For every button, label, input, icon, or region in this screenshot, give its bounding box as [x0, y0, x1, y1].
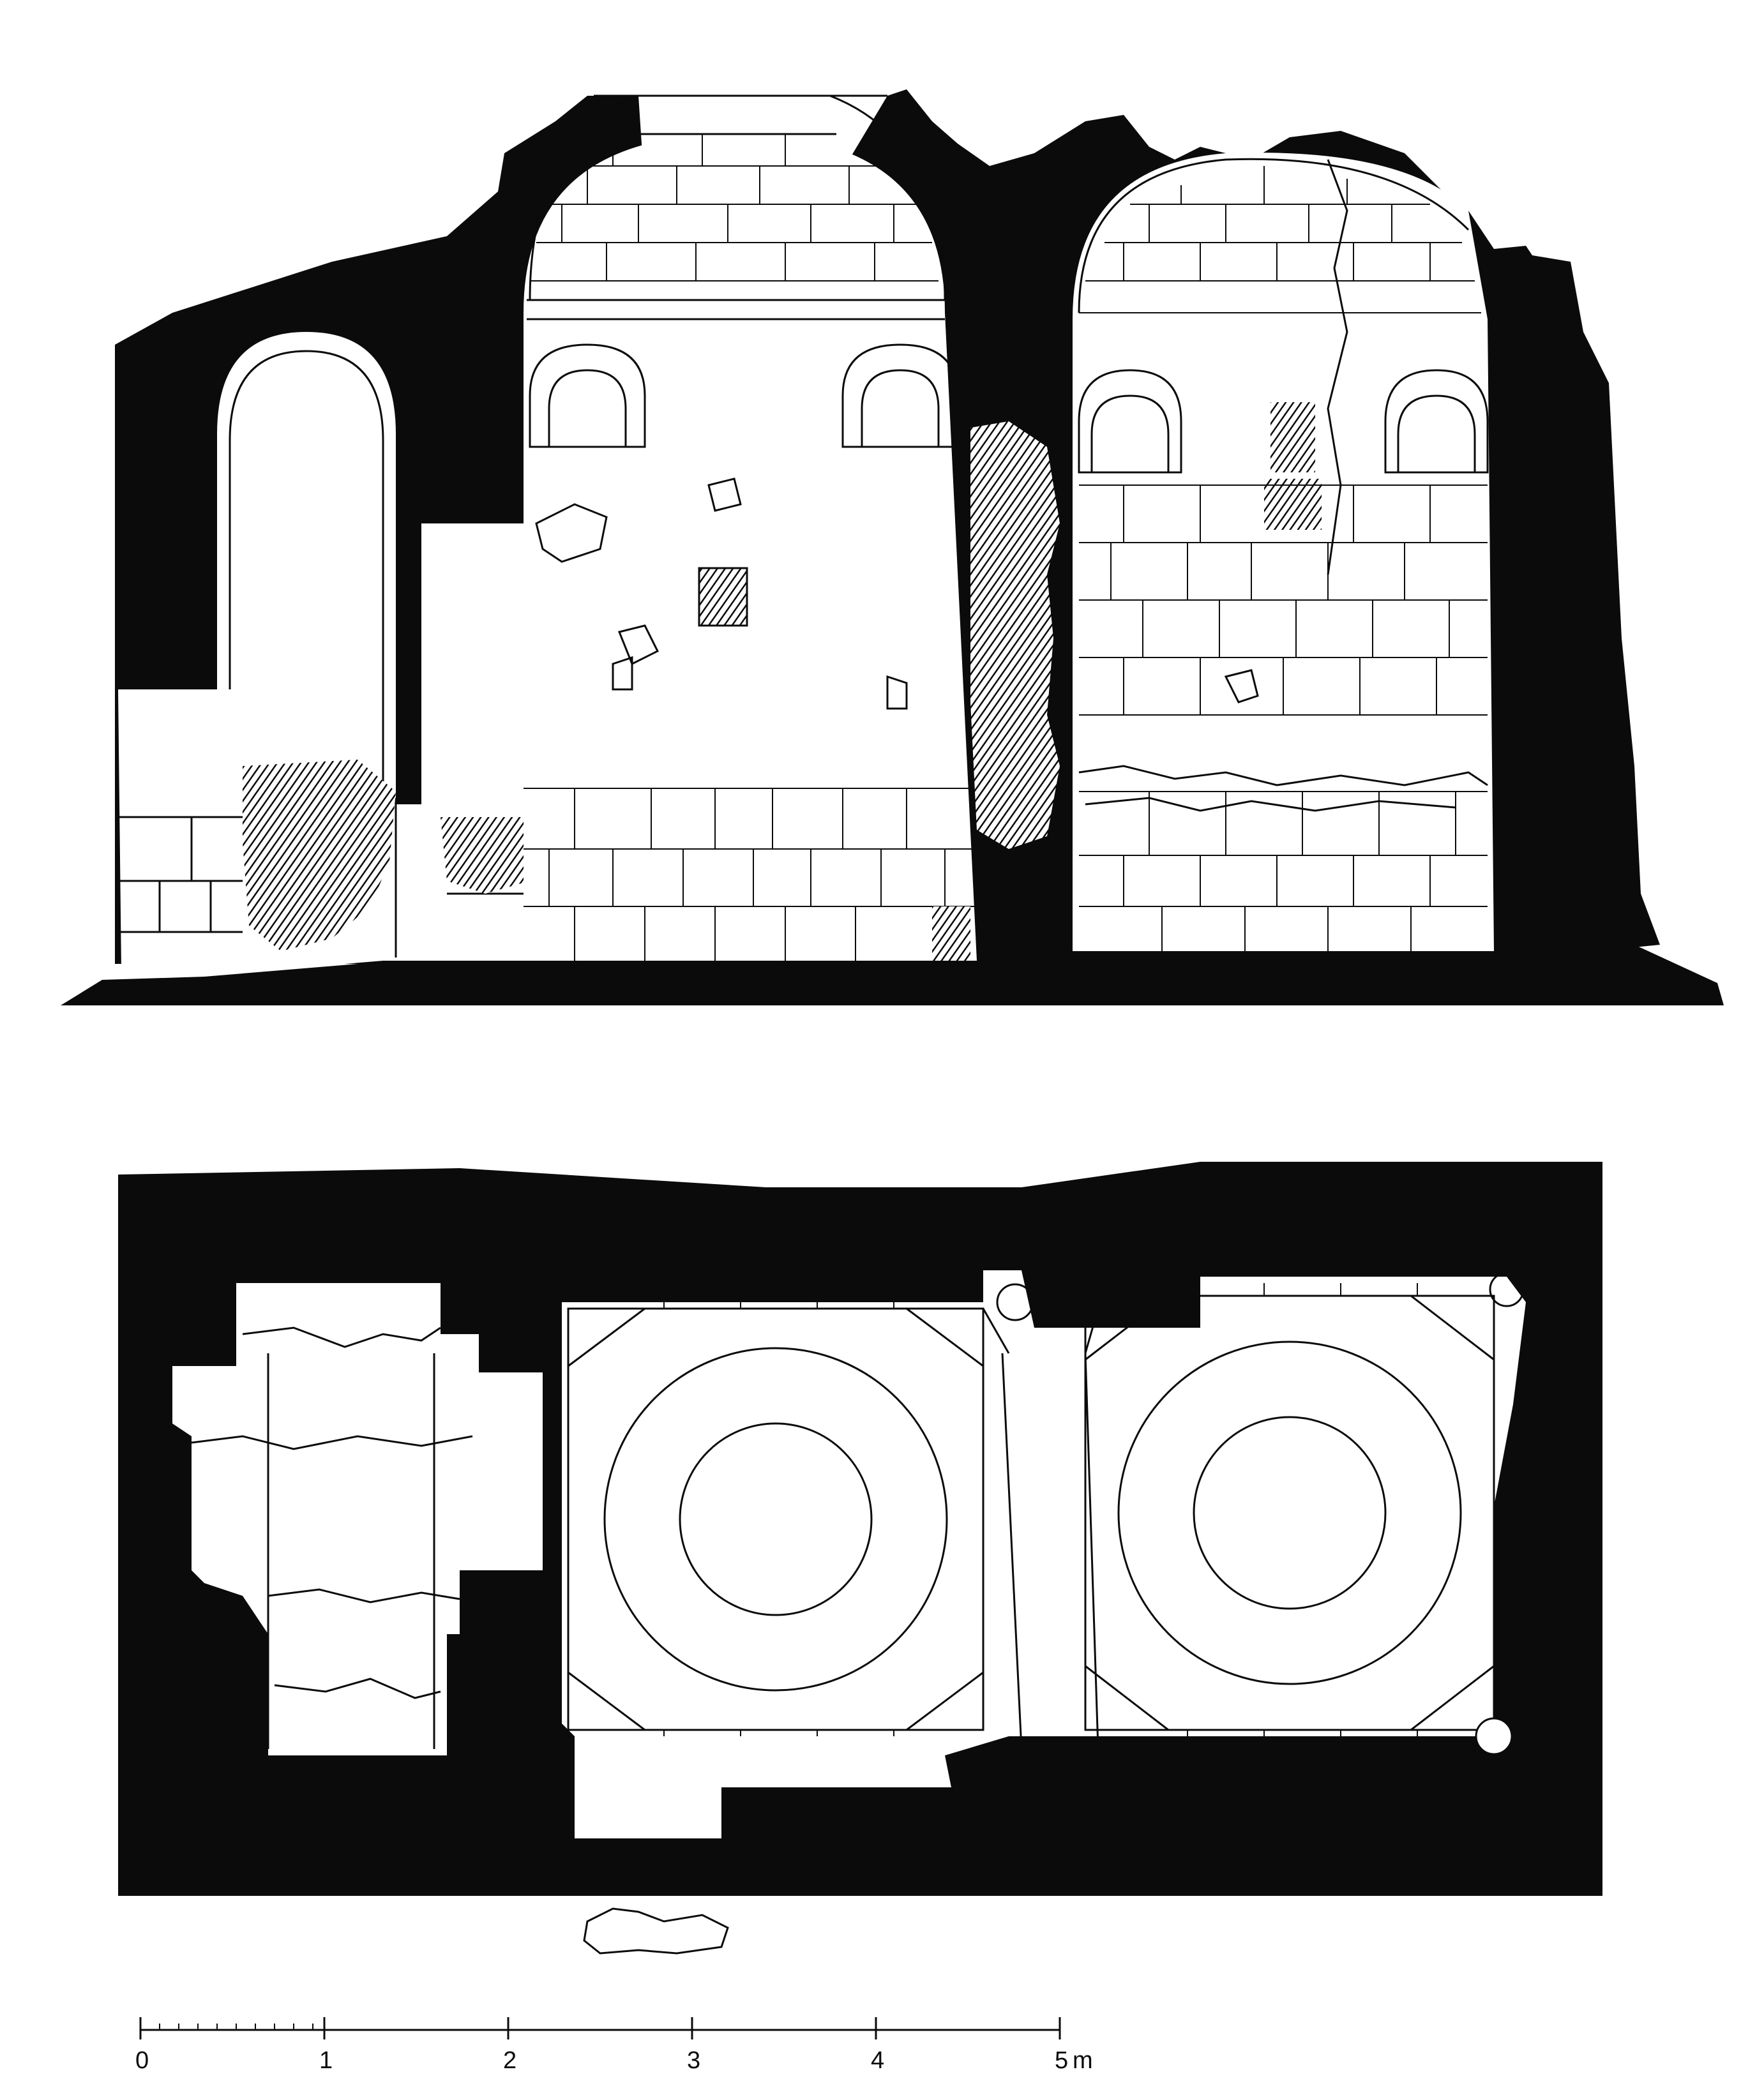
plan-left-dome-inner: [679, 1422, 873, 1616]
plan-left-bay-squinches: [568, 1307, 984, 1731]
central-pier-rubble: [970, 421, 1060, 849]
plan-column-bottom-right-outline: [1475, 1717, 1513, 1755]
central-bay-face: [524, 134, 977, 961]
plan-right-dome-inner: [1193, 1416, 1387, 1610]
scale-tick-5: 5: [1055, 2047, 1068, 2074]
scale-tick-2: 2: [503, 2047, 516, 2074]
central-left-lunette: [529, 343, 646, 448]
scale-bar-major-ticks: [139, 2017, 1061, 2039]
plan-column-top-right: [1489, 1272, 1525, 1307]
pier-base-hatch: [932, 906, 970, 961]
plan-dividing-pier: [982, 1308, 1099, 1750]
central-lower-courses: [524, 788, 977, 961]
central-plaster-damage: [535, 477, 908, 710]
scale-bar-minor-ticks: [159, 2024, 313, 2030]
left-arch-outline: [229, 350, 384, 792]
plan-main-chamber: [562, 1270, 1526, 1838]
right-dome-outline: [1078, 158, 1470, 313]
right-hatched-recess-lower: [1264, 479, 1322, 530]
right-wall-courses: [1079, 484, 1488, 951]
central-right-lunette: [841, 343, 959, 448]
scale-tick-4: 4: [871, 2047, 884, 2074]
right-right-lunette: [1384, 369, 1489, 474]
central-dome-courses: [530, 134, 939, 282]
plan-left-inner-wall: [267, 1353, 435, 1749]
plan-wall-joints: [663, 1283, 1418, 1736]
central-cornice: [527, 299, 945, 320]
plan-entrance-stub: [638, 1896, 658, 1909]
plan-right-bay-squinches: [1085, 1295, 1495, 1731]
right-hatched-recess-upper: [1270, 402, 1315, 472]
right-dome-courses: [1079, 166, 1481, 313]
right-small-patch: [1224, 669, 1259, 703]
plan-inner-frame-right: [1084, 1295, 1495, 1731]
section-elevation: [61, 89, 1724, 1005]
central-hatched-recess: [699, 568, 747, 626]
left-arched-opening: [217, 332, 396, 798]
central-hatched-recess-frame: [698, 567, 748, 627]
plan-column-bottom-right: [1476, 1718, 1512, 1754]
right-left-lunette: [1078, 369, 1182, 474]
left-rubble-hatch: [243, 760, 396, 951]
plan-entrance-threshold: [583, 1907, 729, 1955]
scale-tick-3: 3: [687, 2047, 700, 2074]
plan-column-top-center: [996, 1283, 1034, 1321]
scale-bar: 0 1 2 3 4 5 m: [135, 2017, 1093, 2074]
scale-tick-0: 0: [135, 2047, 149, 2074]
scale-unit: m: [1073, 2047, 1093, 2074]
plan-left-dome-outer: [603, 1347, 948, 1692]
right-bay-face: [1073, 153, 1494, 951]
right-damage-band: [1078, 765, 1488, 812]
plan-inner-frame-left: [567, 1307, 984, 1731]
plan-left-chamber: [172, 1283, 543, 1755]
scale-tick-1: 1: [319, 2047, 333, 2074]
plan-left-chamber-cracks: [191, 1326, 473, 1699]
floor-plan: [118, 1162, 1602, 1955]
central-dome-top-flat: [594, 94, 887, 135]
left-rubble-hatch-2: [441, 817, 530, 894]
plan-right-dome-outer: [1117, 1341, 1462, 1685]
